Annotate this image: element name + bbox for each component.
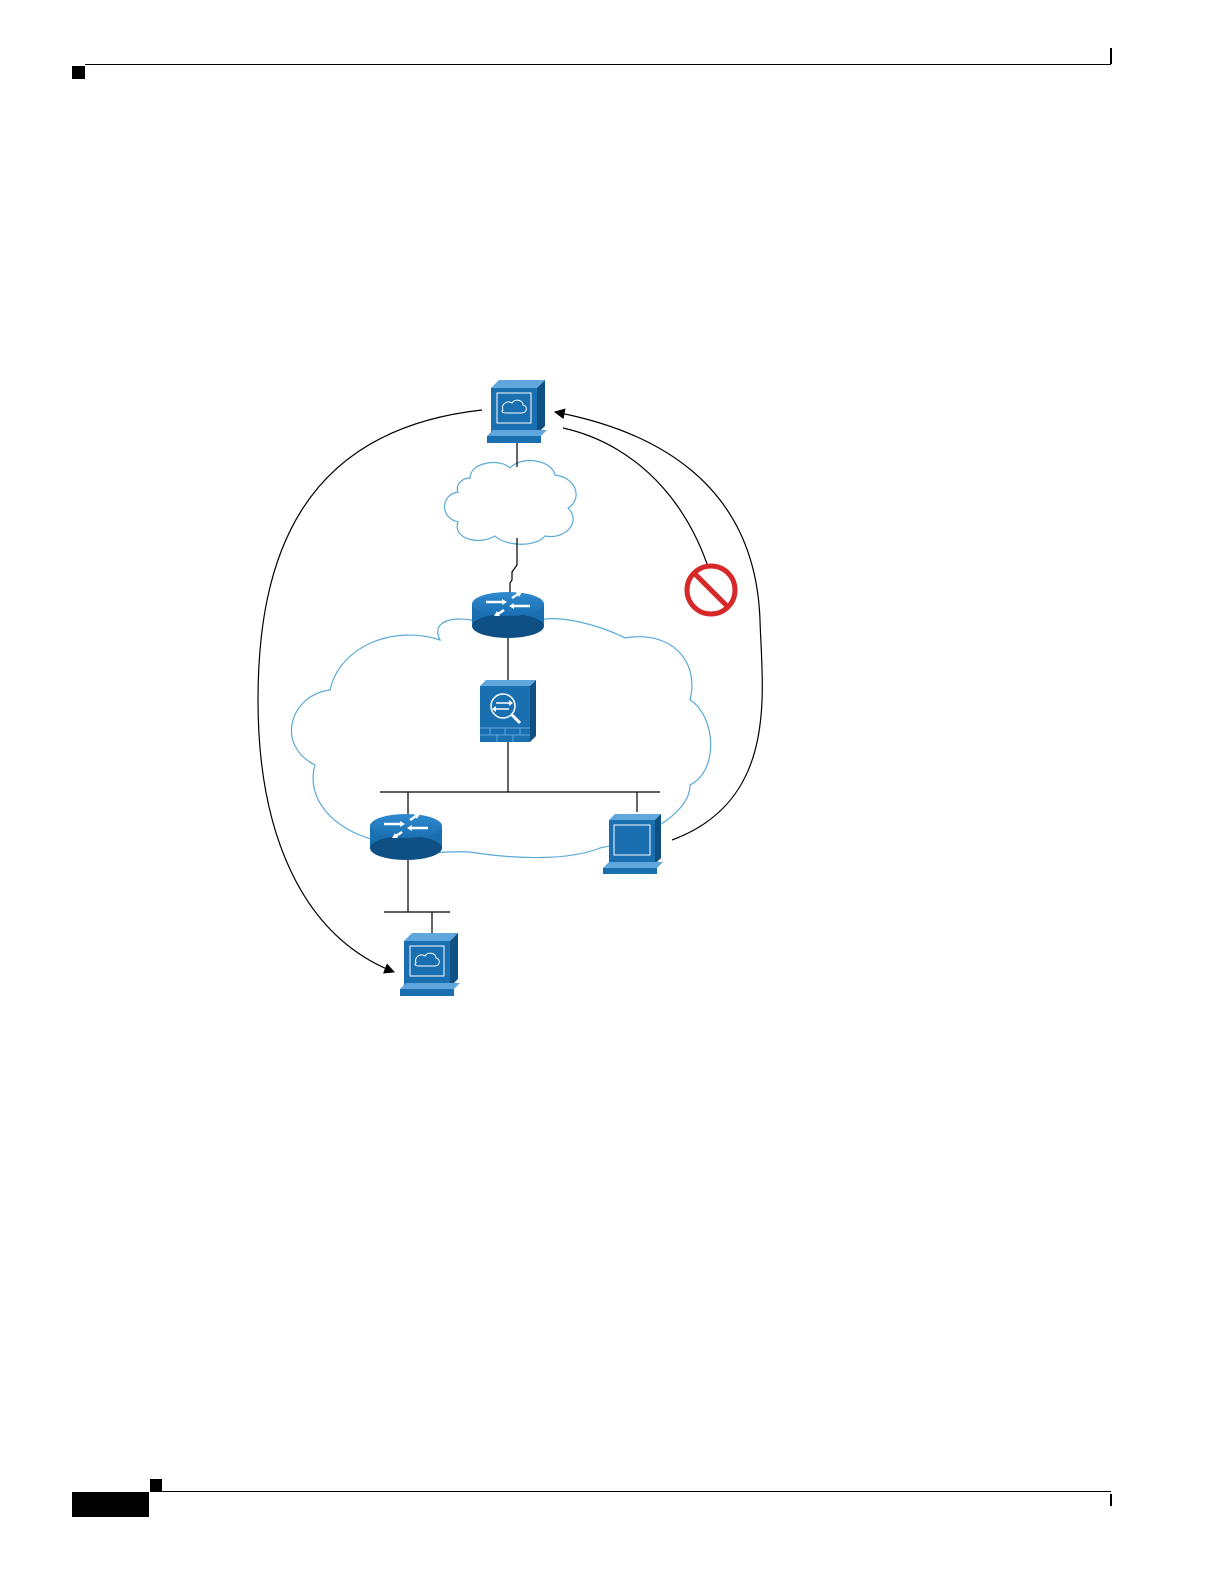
- prohibited-icon: [687, 566, 735, 614]
- flow-inside-pc-to-remote: [555, 412, 762, 840]
- flow-remote-to-inside-host: [258, 410, 482, 972]
- remote-host-workstation-icon: [487, 380, 547, 443]
- link-internet-router-serial: [510, 538, 517, 598]
- inside-pc-icon: [603, 814, 663, 874]
- inside-host-workstation-icon: [400, 933, 460, 996]
- security-appliance-icon: [480, 680, 536, 742]
- inside-router-icon: [370, 814, 442, 860]
- edge-router-icon: [472, 592, 544, 638]
- internet-cloud-icon: [445, 461, 577, 545]
